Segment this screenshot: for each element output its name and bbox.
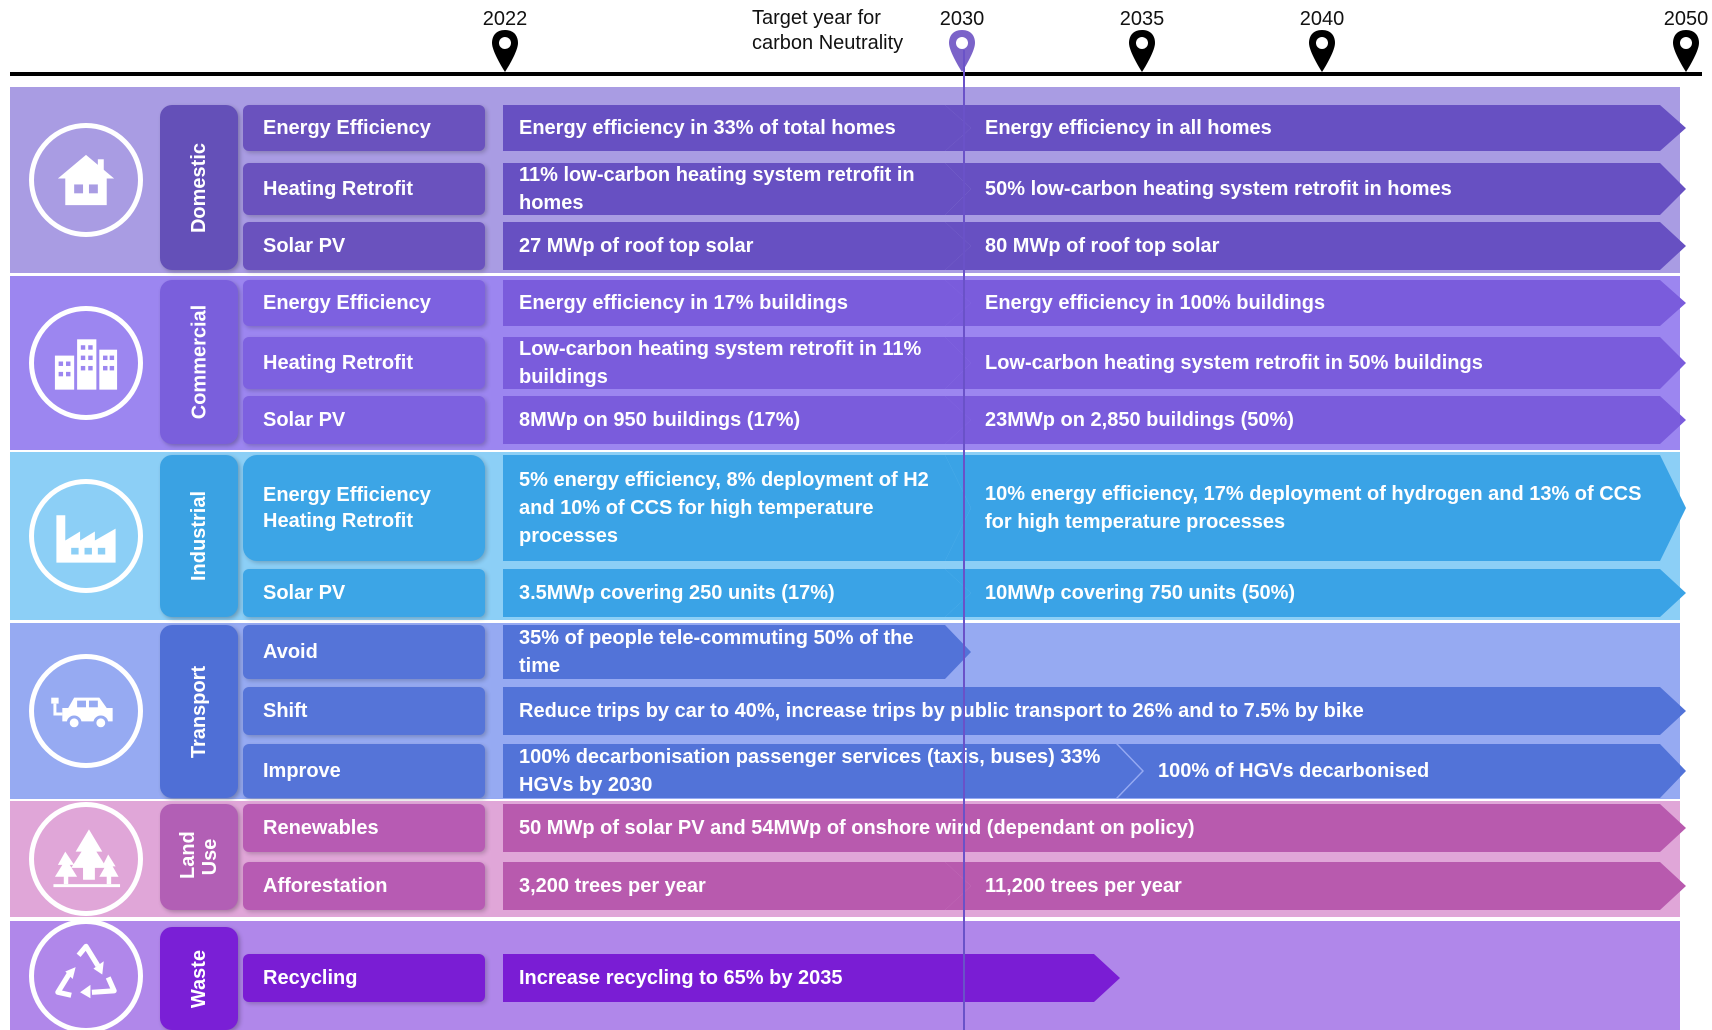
category-label: Energy Efficiency Heating Retrofit xyxy=(243,455,485,561)
sector-label: Industrial xyxy=(188,490,211,582)
buildings-icon xyxy=(29,306,143,420)
timeline-axis xyxy=(10,72,1702,76)
recycle-icon xyxy=(29,918,143,1030)
far-target-arrow: 100% of HGVs decarbonised xyxy=(1118,744,1686,798)
category-label: Shift xyxy=(243,687,485,735)
category-label: Solar PV xyxy=(243,222,485,270)
category-label: Recycling xyxy=(243,954,485,1002)
full-target-arrow: Reduce trips by car to 40%, increase tri… xyxy=(503,687,1686,735)
far-target-arrow: 10% energy efficiency, 17% deployment of… xyxy=(945,455,1686,561)
year-label: 2022 xyxy=(482,8,528,30)
far-target-arrow: 11,200 trees per year xyxy=(945,862,1686,910)
factory-icon xyxy=(29,479,143,593)
near-target-arrow: 35% of people tele-commuting 50% of the … xyxy=(503,625,971,679)
target-year-pin-icon xyxy=(947,28,977,74)
full-target-arrow: 50 MWp of solar PV and 54MWp of onshore … xyxy=(503,804,1686,852)
sector-tab-commercial: Commercial xyxy=(160,280,238,444)
near-target-arrow: 100% decarbonisation passenger services … xyxy=(503,744,1142,798)
year-pin-icon xyxy=(1671,28,1701,74)
near-target-arrow: Energy efficiency in 33% of total homes xyxy=(503,105,971,151)
target-note-line-2: carbon Neutrality xyxy=(752,32,904,54)
sector-tab-domestic: Domestic xyxy=(160,105,238,270)
far-target-arrow: 50% low-carbon heating system retrofit i… xyxy=(945,163,1686,215)
near-target-arrow: Increase recycling to 65% by 2035 xyxy=(503,954,1120,1002)
near-target-arrow: 11% low-carbon heating system retrofit i… xyxy=(503,163,971,215)
near-target-arrow: 27 MWp of roof top solar xyxy=(503,222,971,270)
sector-tab-industrial: Industrial xyxy=(160,455,238,617)
year-label: 2030 xyxy=(939,8,985,30)
category-label: Solar PV xyxy=(243,396,485,444)
category-label: Heating Retrofit xyxy=(243,337,485,389)
target-year-note: Target year for carbon Neutrality xyxy=(752,6,903,56)
far-target-arrow: 10MWp covering 750 units (50%) xyxy=(945,569,1686,617)
category-label: Improve xyxy=(243,744,485,798)
category-label: Solar PV xyxy=(243,569,485,617)
sector-tab-waste: Waste xyxy=(160,927,238,1030)
sector-label: Domestic xyxy=(188,142,210,233)
far-target-arrow: Energy efficiency in 100% buildings xyxy=(945,280,1686,326)
category-label: Afforestation xyxy=(243,862,485,910)
year-pin-icon xyxy=(490,28,520,74)
near-target-arrow: Low-carbon heating system retrofit in 11… xyxy=(503,337,971,389)
near-target-arrow: 3,200 trees per year xyxy=(503,862,971,910)
category-label: Avoid xyxy=(243,625,485,679)
category-label: Renewables xyxy=(243,804,485,852)
far-target-arrow: 80 MWp of roof top solar xyxy=(945,222,1686,270)
sector-tab-transport: Transport xyxy=(160,625,238,798)
target-year-line xyxy=(963,50,965,1030)
category-label: Heating Retrofit xyxy=(243,163,485,215)
year-label: 2040 xyxy=(1299,8,1345,30)
near-target-arrow: 5% energy efficiency, 8% deployment of H… xyxy=(503,455,971,561)
category-label: Energy Efficiency xyxy=(243,280,485,326)
far-target-arrow: Low-carbon heating system retrofit in 50… xyxy=(945,337,1686,389)
target-note-line-1: Target year for xyxy=(752,7,881,29)
sector-label: Commercial xyxy=(188,304,210,420)
category-label: Energy Efficiency xyxy=(243,105,485,151)
year-pin-icon xyxy=(1307,28,1337,74)
year-pin-icon xyxy=(1127,28,1157,74)
near-target-arrow: 8MWp on 950 buildings (17%) xyxy=(503,396,971,444)
sector-label: Land Use xyxy=(177,831,221,879)
sector-label: Transport xyxy=(188,665,210,758)
near-target-arrow: 3.5MWp covering 250 units (17%) xyxy=(503,569,971,617)
trees-icon xyxy=(29,802,143,916)
year-label: 2035 xyxy=(1119,8,1165,30)
electric-car-icon xyxy=(29,654,143,768)
near-target-arrow: Energy efficiency in 17% buildings xyxy=(503,280,971,326)
year-label: 2050 xyxy=(1663,8,1709,30)
far-target-arrow: Energy efficiency in all homes xyxy=(945,105,1686,151)
far-target-arrow: 23MWp on 2,850 buildings (50%) xyxy=(945,396,1686,444)
sector-label: Waste xyxy=(187,949,210,1008)
sector-tab-land-use: Land Use xyxy=(160,804,238,910)
house-icon xyxy=(29,123,143,237)
